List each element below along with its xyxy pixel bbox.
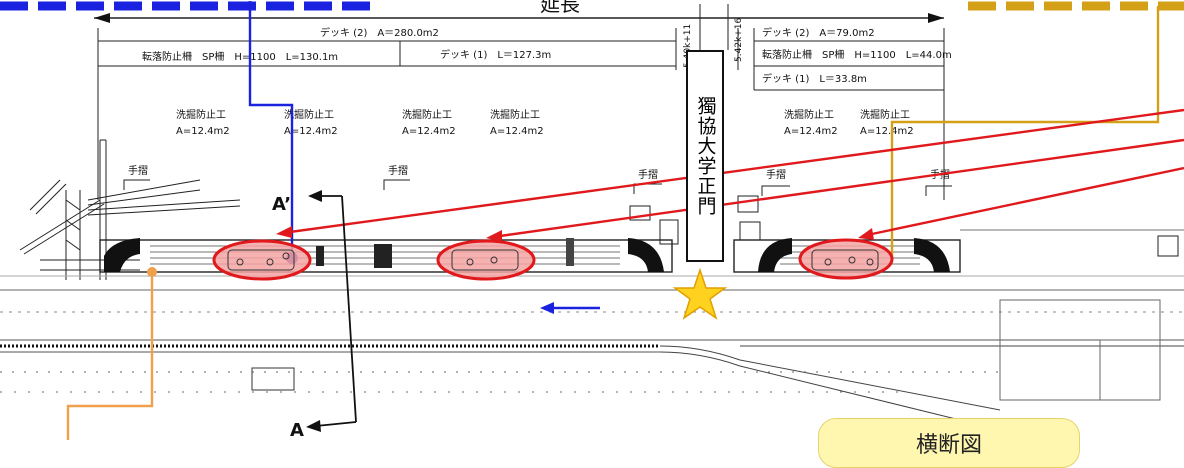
protection-title: 洗掘防止工: [176, 108, 226, 121]
ellipse-details: [227, 249, 879, 271]
fence-right-label: 転落防止柵 SP柵 H=1100 L=44.0m: [762, 48, 952, 61]
protection-area: A=12.4m2: [284, 126, 338, 137]
road-lines: [0, 275, 1184, 421]
protection-area: A=12.4m2: [490, 126, 544, 137]
protection-title: 洗掘防止工: [284, 108, 334, 121]
handrail-label: 手摺: [766, 168, 786, 181]
deck1-left-label: デッキ (1) L＝127.3m: [440, 48, 551, 61]
protection-title: 洗掘防止工: [784, 108, 834, 121]
handrail-label: 手摺: [638, 168, 658, 181]
section-mark-a-prime: A’: [272, 194, 291, 215]
protection-title: 洗掘防止工: [402, 108, 452, 121]
protection-labels: 洗掘防止工 A=12.4m2 洗掘防止工 A=12.4m2 洗掘防止工 A=12…: [176, 108, 914, 137]
dimension-boxes: [97, 4, 945, 200]
deck1-right-label: デッキ (1) L＝33.8m: [762, 72, 867, 85]
protection-area: A=12.4m2: [784, 126, 838, 137]
protection-area: A=12.4m2: [176, 126, 230, 137]
deck2-right-label: デッキ (2) A＝79.0m2: [762, 26, 875, 39]
fence-left-label: 転落防止柵 SP柵 H=1100 L=130.1m: [142, 50, 338, 63]
section-mark-a: A: [290, 420, 304, 440]
gate-location-star: [672, 267, 728, 320]
orange-leader: [66, 267, 157, 440]
cross-section-callout: 横断図: [818, 418, 1080, 468]
protection-title: 洗掘防止工: [490, 108, 540, 121]
section-cut-line: [306, 190, 357, 432]
red-pointer-lines: [276, 108, 1184, 242]
plan-drawing: デッキ (2) A＝280.0m2 デッキ (2) A＝79.0m2 デッキ (…: [0, 1, 1184, 440]
deck2-left-label: デッキ (2) A＝280.0m2: [320, 26, 439, 39]
station-label-2: 5.42k+16: [734, 17, 744, 62]
gate-label-box: 獨協大学正門: [686, 50, 724, 262]
station-label-1: 5.40k+11: [683, 24, 693, 68]
handrail-label: 手摺: [128, 164, 148, 177]
blue-direction-arrow: [540, 302, 600, 314]
dim-arrow-left: [94, 13, 110, 23]
dim-arrow-right: [928, 13, 944, 23]
protection-area: A=12.4m2: [860, 126, 914, 137]
left-structure: [19, 139, 241, 280]
protection-title: 洗掘防止工: [860, 108, 910, 121]
protection-area: A=12.4m2: [402, 126, 456, 137]
handrail-label: 手摺: [388, 164, 408, 177]
top-partial-label: 延長: [540, 0, 580, 16]
gold-leader: [890, 6, 1160, 262]
